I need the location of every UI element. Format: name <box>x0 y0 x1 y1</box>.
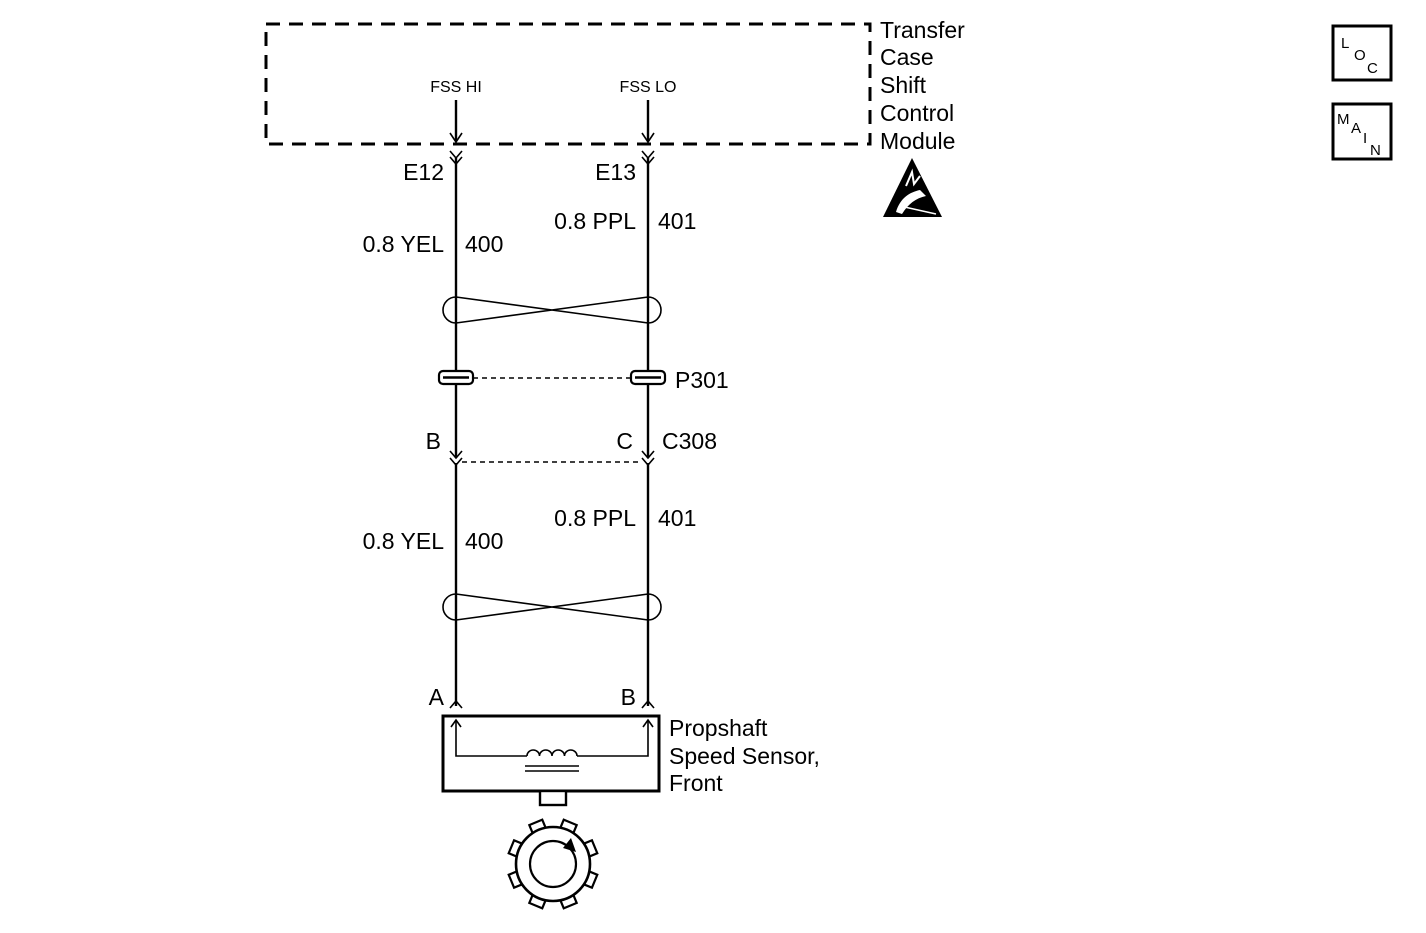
sensor-pin-a: A <box>429 684 445 710</box>
pass-through-p301: P301 <box>437 367 729 393</box>
wire-401-lower-gauge-color: 0.8 PPL <box>554 505 636 531</box>
pin-signal-fss-lo: FSS LO <box>620 79 677 96</box>
loc-button-icon[interactable] <box>1331 24 1393 82</box>
c308-caret-left-a <box>449 450 463 460</box>
terminal-e13: E13 <box>595 159 636 185</box>
main-letter-4: N <box>1370 142 1381 159</box>
main-letter-2: A <box>1351 120 1361 137</box>
wire-401-upper-circuit: 401 <box>658 208 696 234</box>
module-pin-arrow-hi <box>449 132 463 144</box>
sensor-pin-b: B <box>621 684 636 710</box>
c308-caret-right-a <box>641 450 655 460</box>
wire-400-upper-gauge-color: 0.8 YEL <box>363 231 445 257</box>
module-pin-arrow-lo <box>641 132 655 144</box>
esd-sensitive-warning-icon <box>883 158 942 217</box>
propshaft-speed-sensor-front: A B Propshaft Speed Sensor, Front <box>429 684 820 910</box>
module-connector-caret-hi-a <box>449 150 463 160</box>
main-letter-1: M <box>1337 111 1350 128</box>
sensor-caret-b <box>641 699 655 709</box>
main-letter-3: I <box>1363 130 1367 147</box>
sensor-name-line-3: Front <box>669 770 723 796</box>
main-button[interactable]: M A I N <box>1331 102 1393 161</box>
twisted-pair-lower-icon <box>442 593 662 621</box>
sensor-coil-icon <box>526 749 578 757</box>
module-name-line-3: Shift <box>880 72 927 98</box>
connector-c308-pin-b: B <box>426 428 441 454</box>
sensor-lead-a <box>455 720 527 757</box>
sensor-caret-a <box>449 699 463 709</box>
loc-letter-1: L <box>1341 35 1349 52</box>
sensor-lead-b <box>577 720 649 757</box>
wire-400-lower-circuit: 400 <box>465 528 503 554</box>
sensor-name-line-1: Propshaft <box>669 715 768 741</box>
module-name-line-4: Control <box>880 100 954 126</box>
loc-button[interactable]: L O C <box>1331 24 1393 82</box>
module-name-line-5: Module <box>880 128 955 154</box>
module-connector-caret-lo-a <box>641 150 655 160</box>
connector-c308-pin-c: C <box>616 428 633 454</box>
module-outline <box>264 22 872 146</box>
twisted-pair-upper-icon <box>442 296 662 324</box>
wire-401-lower-circuit: 401 <box>658 505 696 531</box>
terminal-e12: E12 <box>403 159 444 185</box>
pin-signal-fss-hi: FSS HI <box>430 79 482 96</box>
wire-401-upper-gauge-color: 0.8 PPL <box>554 208 636 234</box>
main-button-icon[interactable] <box>1331 102 1393 161</box>
module-name-line-1: Transfer <box>880 17 965 43</box>
loc-letter-2: O <box>1354 47 1366 64</box>
wire-400-lower-gauge-color: 0.8 YEL <box>363 528 445 554</box>
connector-c308-label: C308 <box>662 428 717 454</box>
module-name-line-2: Case <box>880 44 934 70</box>
connector-c308: B C C308 <box>426 428 717 467</box>
sensor-tip <box>538 789 568 807</box>
pass-through-label: P301 <box>675 367 729 393</box>
toothed-reluctor-wheel-icon <box>507 818 599 910</box>
sensor-name-line-2: Speed Sensor, <box>669 743 820 769</box>
wire-400-upper-circuit: 400 <box>465 231 503 257</box>
loc-letter-3: C <box>1367 60 1378 77</box>
transfer-case-shift-control-module: Transfer Case Shift Control Module FSS H… <box>264 17 965 154</box>
